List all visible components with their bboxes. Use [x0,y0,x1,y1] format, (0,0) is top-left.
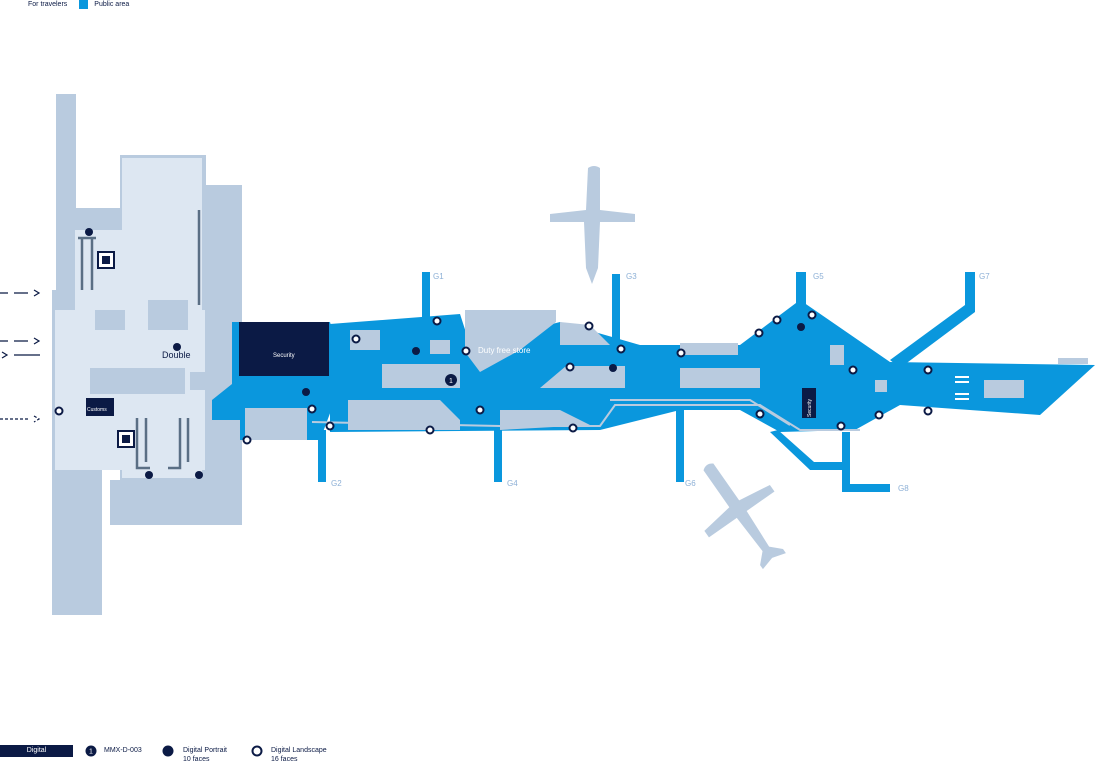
label-duty-free: Duty free store [478,346,531,355]
public-area-swatch [79,0,89,9]
legend-landscape-label: Digital Landscape [271,747,327,754]
gate-label: G6 [685,479,696,488]
escalator-lines [78,210,201,470]
entrance-arrow [0,289,41,423]
numbered-marker-icon: 1 [85,745,97,757]
security-block [86,322,816,418]
legend-portrait-faces: 10 faces [183,756,210,763]
legend-landscape-faces: 16 faces [271,756,298,763]
legend-numbered-label: MMX-D-003 [104,747,142,754]
numbered-ad-marker: 1 [445,374,457,386]
elevator-icon [97,251,135,448]
walkways [311,399,860,431]
stairs-icon [955,376,969,400]
gate-labels: G1 G2 G3 G4 G5 G6 G7 G8 [331,272,990,493]
label-customs: Customs [87,407,107,413]
legend-bottom: Digital 1 MMX-D-003 Digital Portrait 10 … [0,745,1104,763]
gate-label: G4 [507,479,518,488]
gate-label: G2 [331,479,342,488]
gate-label: G3 [626,272,637,281]
svg-text:1: 1 [449,378,453,385]
gate-label: G7 [979,272,990,281]
legend-top: For travelers Public area [28,0,129,9]
legend-for-travelers: For travelers [28,1,68,8]
airplane-icon [703,463,786,570]
landscape-marker-icon [251,745,263,757]
label-double: Double [162,350,191,360]
airplane-icon [550,166,635,284]
digital-landscape-marker [54,310,933,445]
label-security-pier: Security [807,398,813,417]
gate-label: G1 [433,272,444,281]
gate-label: G5 [813,272,824,281]
label-security-main: Security [273,353,295,359]
gate-label: G8 [898,484,909,493]
digital-portrait-marker [85,228,805,479]
landside-blocks [90,300,208,394]
svg-text:1: 1 [89,749,93,756]
legend-portrait-label: Digital Portrait [183,747,227,754]
portrait-marker-icon [162,745,174,757]
legend-public-area: Public area [94,1,130,8]
legend-category: Digital [0,745,73,757]
